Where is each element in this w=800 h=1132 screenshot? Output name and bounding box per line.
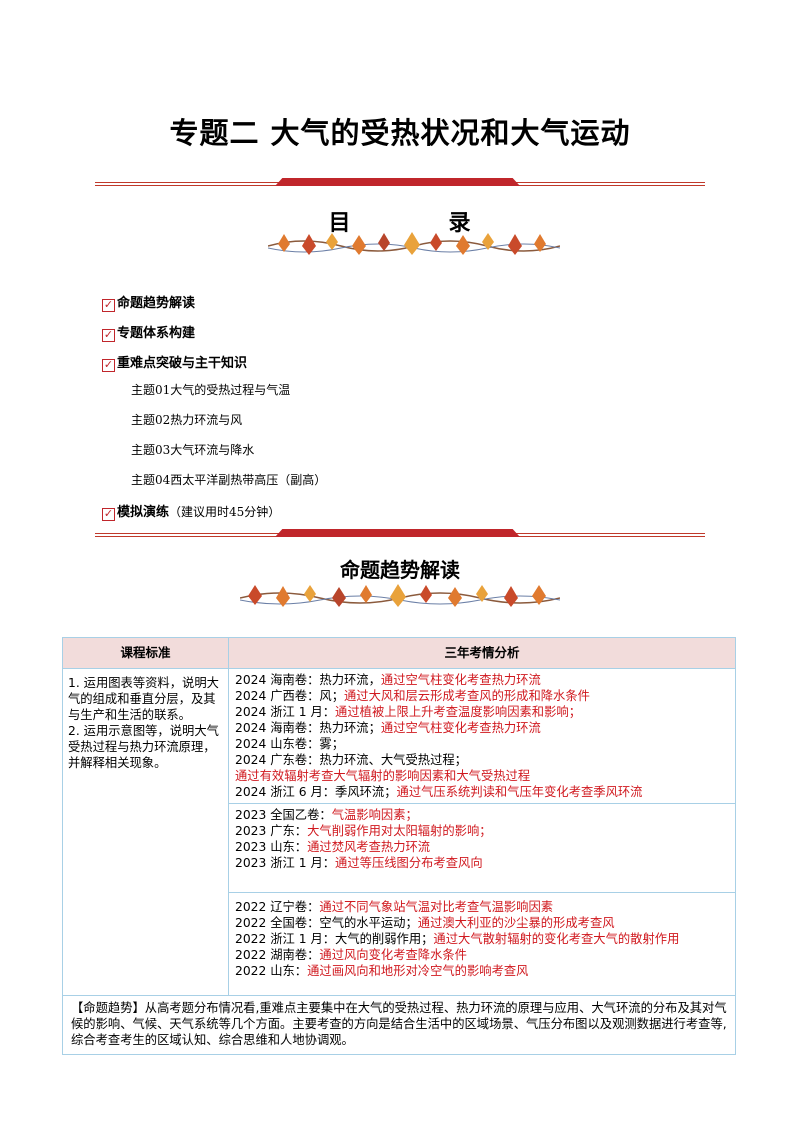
analysis-line: 2022 浙江 1 月：大气的削弱作用；通过大气散射辐射的变化考查大气的散射作用 <box>235 931 729 947</box>
toc-item[interactable]: ✓命题趋势解读 <box>102 292 196 312</box>
trend-summary-cell: 【命题趋势】从高考题分布情况看,重难点主要集中在大气的受热过程、热力环流的原理与… <box>62 995 736 1055</box>
analysis-line: 2023 浙江 1 月：通过等压线图分布考查风向 <box>235 855 729 871</box>
checkbox-icon: ✓ <box>102 358 115 372</box>
toc-subitem[interactable]: 主题03大气环流与降水 <box>131 443 255 457</box>
analysis-cell-2023: 2023 全国乙卷：气温影响因素； 2023 广东：大气削弱作用对太阳辐射的影响… <box>228 803 736 893</box>
checkbox-icon: ✓ <box>102 298 115 312</box>
table-header-cell: 课程标准 <box>62 637 229 669</box>
trend-summary-text: 【命题趋势】从高考题分布情况看,重难点主要集中在大气的受热过程、热力环流的原理与… <box>71 1001 727 1047</box>
analysis-focus: 气温影响因素； <box>331 808 418 822</box>
analysis-focus: 通过有效辐射考查大气辐射的影响因素和大气受热过程 <box>235 769 531 783</box>
analysis-line: 2024 浙江 1 月：通过植被上限上升考查温度影响因素和影响； <box>235 704 729 720</box>
leaf-garland-decoration <box>268 232 560 255</box>
toc-item-label: 专题体系构建 <box>117 326 196 341</box>
curriculum-standards-text: 1. 运用图表等资料，说明大气的组成和垂直分层，及其与生产和生活的联系。 2. … <box>68 676 219 770</box>
table-header-cell: 三年考情分析 <box>228 637 736 669</box>
analysis-focus: 通过不同气象站气温对比考查气温影响因素 <box>319 900 554 914</box>
analysis-source: 2022 浙江 1 月：大气的削弱作用； <box>235 932 434 946</box>
table-row: 1. 运用图表等资料，说明大气的组成和垂直分层，及其与生产和生活的联系。 2. … <box>62 668 736 996</box>
analysis-line: 2024 山东卷：雾； <box>235 736 729 752</box>
toc-item-label: 命题趋势解读 <box>117 296 196 311</box>
analysis-source: 2024 广东卷：热力环流、大气受热过程； <box>235 753 467 767</box>
analysis-focus: 通过大气散射辐射的变化考查大气的散射作用 <box>433 932 680 946</box>
toc-heading-char: 目 <box>328 211 352 236</box>
analysis-line: 2023 山东：通过焚风考查热力环流 <box>235 839 729 855</box>
toc-item-note: （建议用时45分钟） <box>169 505 281 519</box>
analysis-line: 2022 辽宁卷：通过不同气象站气温对比考查气温影响因素 <box>235 899 729 915</box>
analysis-cell-2024: 2024 海南卷：热力环流，通过空气柱变化考查热力环流 2024 广西卷：风；通… <box>228 668 736 804</box>
toc-item[interactable]: ✓模拟演练（建议用时45分钟） <box>102 501 281 521</box>
analysis-source: 2022 湖南卷： <box>235 948 320 962</box>
analysis-line: 2023 全国乙卷：气温影响因素； <box>235 807 729 823</box>
analysis-line: 2024 海南卷：热力环流，通过空气柱变化考查热力环流 <box>235 672 729 688</box>
analysis-line: 2022 全国卷：空气的水平运动；通过澳大利亚的沙尘暴的形成考查风 <box>235 915 729 931</box>
title-divider <box>95 178 705 190</box>
toc-heading: 目录 <box>0 205 800 237</box>
analysis-focus: 通过画风向和地形对冷空气的影响考查风 <box>307 964 529 978</box>
analysis-source: 2022 全国卷：空气的水平运动； <box>235 916 418 930</box>
toc-heading-char: 录 <box>448 211 472 236</box>
analysis-source: 2024 山东卷：雾； <box>235 737 344 751</box>
toc-subitem[interactable]: 主题04西太平洋副热带高压（副高） <box>131 473 327 487</box>
table-row: 【命题趋势】从高考题分布情况看,重难点主要集中在大气的受热过程、热力环流的原理与… <box>62 995 736 1055</box>
leaf-garland-decoration <box>240 584 560 607</box>
toc-subitem[interactable]: 主题02热力环流与风 <box>131 413 243 427</box>
toc-item-label: 重难点突破与主干知识 <box>117 356 248 371</box>
analysis-source: 2024 广西卷：风； <box>235 689 344 703</box>
toc-item[interactable]: ✓专题体系构建 <box>102 322 196 342</box>
analysis-source: 2024 海南卷：热力环流， <box>235 673 381 687</box>
analysis-line: 通过有效辐射考查大气辐射的影响因素和大气受热过程 <box>235 768 729 784</box>
analysis-focus: 通过空气柱变化考查热力环流 <box>380 721 541 735</box>
toc-subitem[interactable]: 主题01大气的受热过程与气温 <box>131 383 291 397</box>
section-divider <box>95 529 705 541</box>
checkbox-icon: ✓ <box>102 507 115 521</box>
toc-item[interactable]: ✓重难点突破与主干知识 <box>102 352 248 372</box>
analysis-source: 2022 山东： <box>235 964 308 978</box>
analysis-line: 2024 浙江 6 月：季风环流；通过气压系统判读和气压年变化考查季风环流 <box>235 784 729 800</box>
analysis-source: 2024 浙江 1 月： <box>235 705 336 719</box>
analysis-line: 2022 湖南卷：通过风向变化考查降水条件 <box>235 947 729 963</box>
analysis-focus: 通过风向变化考查降水条件 <box>319 948 467 962</box>
analysis-source: 2022 辽宁卷： <box>235 900 320 914</box>
section-heading: 命题趋势解读 <box>340 558 460 582</box>
analysis-source: 2023 山东： <box>235 840 308 854</box>
page-title: 专题二 大气的受热状况和大气运动 <box>169 116 631 150</box>
analysis-focus: 通过空气柱变化考查热力环流 <box>380 673 541 687</box>
analysis-focus: 大气削弱作用对太阳辐射的影响； <box>307 824 492 838</box>
analysis-focus: 通过气压系统判读和气压年变化考查季风环流 <box>396 785 643 799</box>
analysis-source: 2024 海南卷：热力环流； <box>235 721 381 735</box>
table-row: 2022 辽宁卷：通过不同气象站气温对比考查气温影响因素 2022 全国卷：空气… <box>63 892 736 996</box>
analysis-line: 2024 广东卷：热力环流、大气受热过程； <box>235 752 729 768</box>
exam-analysis-table: 课程标准 三年考情分析 1. 运用图表等资料，说明大气的组成和垂直分层，及其与生… <box>62 637 736 1055</box>
toc-item-label: 模拟演练 <box>117 505 170 520</box>
curriculum-standards-cell: 1. 运用图表等资料，说明大气的组成和垂直分层，及其与生产和生活的联系。 2. … <box>62 668 229 996</box>
analysis-source: 2024 浙江 6 月：季风环流； <box>235 785 397 799</box>
analysis-cell-2022: 2022 辽宁卷：通过不同气象站气温对比考查气温影响因素 2022 全国卷：空气… <box>228 892 736 996</box>
analysis-focus: 通过大风和层云形成考查风的形成和降水条件 <box>344 689 590 703</box>
analysis-line: 2023 广东：大气削弱作用对太阳辐射的影响； <box>235 823 729 839</box>
table-header-row: 课程标准 三年考情分析 <box>62 637 736 669</box>
analysis-focus: 通过焚风考查热力环流 <box>307 840 431 854</box>
analysis-focus: 通过等压线图分布考查风向 <box>335 856 483 870</box>
analysis-source: 2023 浙江 1 月： <box>235 856 336 870</box>
table-row: 2023 全国乙卷：气温影响因素； 2023 广东：大气削弱作用对太阳辐射的影响… <box>63 803 736 893</box>
analysis-focus: 通过植被上限上升考查温度影响因素和影响； <box>335 705 581 719</box>
checkbox-icon: ✓ <box>102 328 115 342</box>
analysis-line: 2024 海南卷：热力环流；通过空气柱变化考查热力环流 <box>235 720 729 736</box>
analysis-source: 2023 全国乙卷： <box>235 808 332 822</box>
analysis-line: 2022 山东：通过画风向和地形对冷空气的影响考查风 <box>235 963 729 979</box>
analysis-line: 2024 广西卷：风；通过大风和层云形成考查风的形成和降水条件 <box>235 688 729 704</box>
analysis-focus: 通过澳大利亚的沙尘暴的形成考查风 <box>417 916 615 930</box>
analysis-source: 2023 广东： <box>235 824 308 838</box>
